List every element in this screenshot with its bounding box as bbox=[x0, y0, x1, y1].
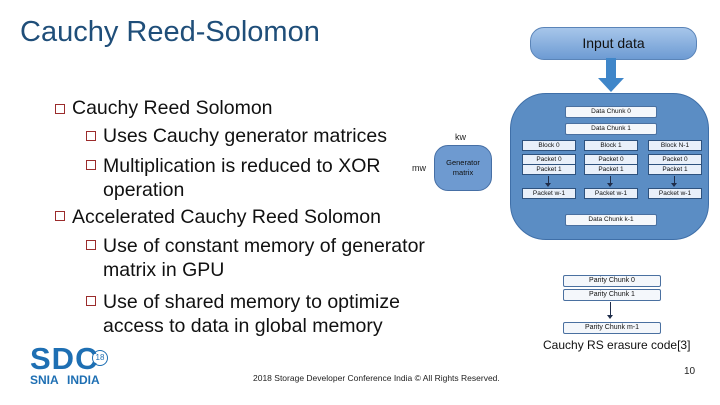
block-0-header: Block 0 bbox=[522, 140, 576, 151]
parity-chunk-0: Parity Chunk 0 bbox=[563, 275, 661, 287]
sdc-edition-badge: 18 bbox=[92, 350, 108, 366]
bullet-square-icon bbox=[55, 104, 65, 114]
sub-bullet-xor-line2: operation bbox=[103, 179, 185, 201]
footer-copyright: 2018 Storage Developer Conference India … bbox=[253, 373, 500, 383]
bullet-square-icon bbox=[55, 211, 65, 221]
sdc-logo: SDC bbox=[30, 341, 99, 376]
sub-bullet-xor-line1: Multiplication is reduced to XOR bbox=[103, 155, 381, 177]
mw-label: mw bbox=[412, 163, 426, 173]
slide-title: Cauchy Reed-Solomon bbox=[20, 16, 320, 48]
bullet-accelerated-crs: Accelerated Cauchy Reed Solomon bbox=[72, 206, 381, 228]
input-data-box: Input data bbox=[530, 27, 697, 60]
ellipsis-arrow-icon bbox=[548, 176, 549, 184]
block-n1-packet-1: Packet 1 bbox=[648, 164, 702, 175]
sub-bullet-square-icon bbox=[86, 240, 96, 250]
parity-ellipsis-arrow-icon bbox=[610, 302, 611, 316]
sub-bullet-square-icon bbox=[86, 131, 96, 141]
sub-bullet-square-icon bbox=[86, 296, 96, 306]
figure-caption: Cauchy RS erasure code[3] bbox=[543, 338, 691, 352]
block-1-header: Block 1 bbox=[584, 140, 638, 151]
kw-label: kw bbox=[455, 132, 466, 142]
data-chunk-k1: Data Chunk k-1 bbox=[565, 214, 657, 226]
block-0-packet-1: Packet 1 bbox=[522, 164, 576, 175]
ellipsis-arrowhead-icon bbox=[671, 183, 677, 187]
parity-chunk-m1: Parity Chunk m-1 bbox=[563, 322, 661, 334]
parity-chunk-1: Parity Chunk 1 bbox=[563, 289, 661, 301]
sub-bullet-shared-memory-line1: Use of shared memory to optimize bbox=[103, 291, 400, 313]
down-arrow-head-icon bbox=[598, 78, 624, 92]
block-1-packet-1: Packet 1 bbox=[584, 164, 638, 175]
ellipsis-arrowhead-icon bbox=[545, 183, 551, 187]
generator-matrix-box: Generator matrix bbox=[434, 145, 492, 191]
bullet-cauchy-rs: Cauchy Reed Solomon bbox=[72, 97, 273, 119]
ellipsis-arrow-icon bbox=[610, 176, 611, 184]
sub-bullet-cauchy-matrices: Uses Cauchy generator matrices bbox=[103, 125, 387, 147]
page-number: 10 bbox=[684, 366, 696, 377]
block-1-packet-w1: Packet w-1 bbox=[584, 188, 638, 199]
data-chunk-1: Data Chunk 1 bbox=[565, 123, 657, 135]
india-logo-text: INDIA bbox=[67, 373, 100, 387]
sub-bullet-square-icon bbox=[86, 160, 96, 170]
data-chunk-0: Data Chunk 0 bbox=[565, 106, 657, 118]
ellipsis-arrow-icon bbox=[674, 176, 675, 184]
sub-bullet-constant-memory-line2: matrix in GPU bbox=[103, 259, 225, 281]
block-n1-header: Block N-1 bbox=[648, 140, 702, 151]
sub-bullet-shared-memory-line2: access to data in global memory bbox=[103, 315, 383, 337]
snia-logo-text: SNIA bbox=[30, 373, 59, 387]
generator-matrix-label: Generator matrix bbox=[446, 158, 480, 177]
block-n1-packet-w1: Packet w-1 bbox=[648, 188, 702, 199]
ellipsis-arrowhead-icon bbox=[607, 183, 613, 187]
block-0-packet-w1: Packet w-1 bbox=[522, 188, 576, 199]
sub-bullet-constant-memory-line1: Use of constant memory of generator bbox=[103, 235, 425, 257]
parity-ellipsis-arrowhead-icon bbox=[607, 315, 613, 319]
down-arrow-icon bbox=[606, 58, 616, 80]
